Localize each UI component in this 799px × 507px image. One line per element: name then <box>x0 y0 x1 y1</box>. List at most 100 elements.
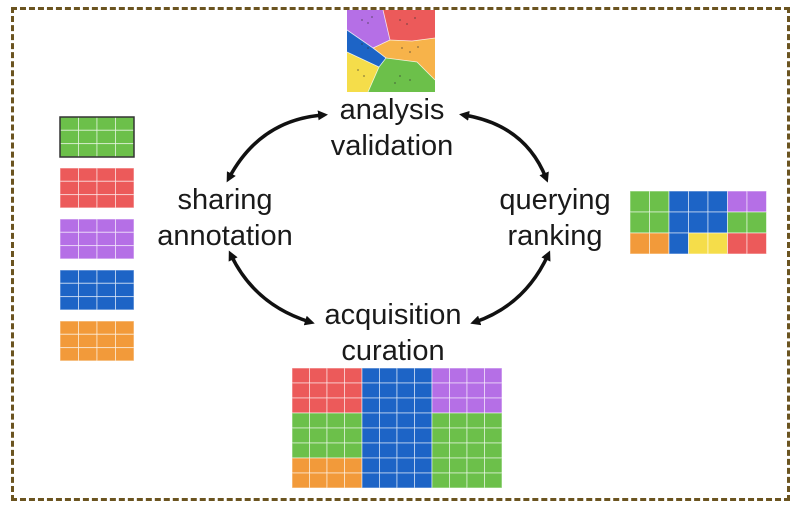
acq-cell-green <box>291 412 310 429</box>
swatch-cell <box>115 180 135 196</box>
acq-cell-red <box>309 382 328 399</box>
swatch-orange <box>59 320 135 362</box>
swatch-cell <box>78 167 98 182</box>
acq-cell-orange <box>309 457 328 474</box>
acq-cell-red <box>309 367 328 384</box>
swatch-cell <box>96 333 116 349</box>
acq-cell-blue <box>414 472 433 489</box>
swatch-cell <box>59 180 79 196</box>
query-cell-green <box>629 211 650 234</box>
swatch-cell <box>59 333 79 349</box>
acq-cell-blue <box>361 442 380 459</box>
swatch-cell <box>59 347 79 362</box>
swatch-outline <box>59 116 135 158</box>
acq-cell-green <box>449 457 468 474</box>
swatch-cell <box>115 269 135 284</box>
acq-cell-blue <box>361 412 380 429</box>
acq-cell-purple <box>466 382 485 399</box>
query-cell-purple <box>727 190 748 213</box>
arrow-sharing-acquisition <box>228 250 315 326</box>
acq-cell-red <box>344 382 363 399</box>
query-cell-red <box>746 232 767 255</box>
acq-cell-red <box>326 382 345 399</box>
swatch-cell <box>59 282 79 298</box>
acq-cell-purple <box>431 367 450 384</box>
swatch-purple <box>59 218 135 260</box>
acq-cell-blue <box>414 367 433 384</box>
acq-cell-red <box>291 382 310 399</box>
swatch-cell <box>78 143 98 158</box>
swatch-cell <box>115 167 135 182</box>
swatch-cell <box>96 180 116 196</box>
swatch-cell <box>96 167 116 182</box>
acq-cell-blue <box>379 457 398 474</box>
acq-cell-green <box>484 442 503 459</box>
acq-cell-orange <box>344 457 363 474</box>
analysis-partition-image <box>346 9 436 93</box>
acq-cell-green <box>466 412 485 429</box>
acq-cell-purple <box>466 367 485 384</box>
sharing-annotation-label: sharing annotation <box>150 182 300 254</box>
acq-cell-blue <box>361 427 380 444</box>
swatch-cell <box>96 282 116 298</box>
acq-cell-green <box>344 442 363 459</box>
swatch-cell <box>115 194 135 209</box>
annotation-text: annotation <box>157 220 293 252</box>
query-cell-green <box>649 211 670 234</box>
acq-cell-green <box>431 472 450 489</box>
acq-cell-purple <box>431 397 450 414</box>
analysis-text: analysis <box>339 94 445 126</box>
query-cell-blue <box>707 211 728 234</box>
swatch-cell <box>115 116 135 131</box>
swatch-cell <box>96 143 116 158</box>
acq-cell-green <box>326 412 345 429</box>
swatch-cell <box>96 269 116 284</box>
swatch-cell <box>59 269 79 284</box>
acq-cell-blue <box>379 412 398 429</box>
swatch-cell <box>78 296 98 311</box>
acq-cell-green <box>326 427 345 444</box>
acq-cell-green <box>291 442 310 459</box>
acquisition-text: acquisition <box>324 299 462 331</box>
acq-cell-purple <box>449 382 468 399</box>
swatch-cell <box>115 296 135 311</box>
acq-cell-red <box>326 367 345 384</box>
querying-text: querying <box>499 184 611 216</box>
acq-cell-blue <box>379 427 398 444</box>
acq-cell-green <box>466 442 485 459</box>
acq-cell-orange <box>344 472 363 489</box>
acq-cell-blue <box>396 427 415 444</box>
query-cell-blue <box>688 211 709 234</box>
acq-cell-orange <box>309 472 328 489</box>
acq-cell-blue <box>396 367 415 384</box>
query-cell-green <box>629 190 650 213</box>
swatch-cell <box>78 180 98 196</box>
acq-cell-blue <box>396 442 415 459</box>
sharing-text: sharing <box>177 184 273 216</box>
swatch-cell <box>115 333 135 349</box>
swatch-cell <box>115 245 135 260</box>
acq-cell-red <box>291 397 310 414</box>
swatch-cell <box>59 194 79 209</box>
swatch-cell <box>96 231 116 247</box>
acq-cell-green <box>466 457 485 474</box>
swatch-cell <box>96 347 116 362</box>
query-cell-green <box>746 211 767 234</box>
swatch-cell <box>115 347 135 362</box>
acq-cell-green <box>484 457 503 474</box>
acq-cell-purple <box>484 367 503 384</box>
swatch-cell <box>59 129 79 145</box>
acq-cell-orange <box>291 472 310 489</box>
query-cell-orange <box>649 232 670 255</box>
acq-cell-blue <box>379 367 398 384</box>
acq-cell-green <box>449 412 468 429</box>
query-cell-yellow <box>707 232 728 255</box>
acq-cell-blue <box>414 412 433 429</box>
swatch-cell <box>78 347 98 362</box>
acq-cell-green <box>484 472 503 489</box>
acq-cell-blue <box>396 382 415 399</box>
acq-cell-purple <box>484 382 503 399</box>
acq-cell-green <box>309 427 328 444</box>
acq-cell-green <box>309 412 328 429</box>
ranking-text: ranking <box>507 220 603 252</box>
